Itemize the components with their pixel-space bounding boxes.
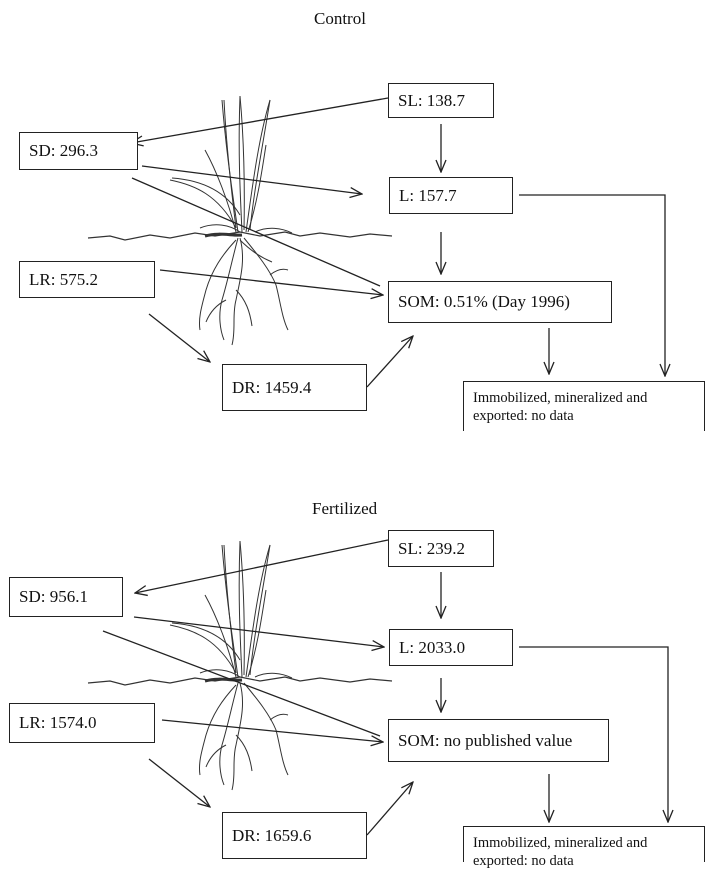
output-note-box: Immobilized, mineralized and exported: n…	[463, 381, 705, 431]
flow-arrows	[131, 97, 665, 388]
output-note-line: Immobilized, mineralized and	[473, 835, 648, 851]
arrow-l-to-output	[519, 646, 668, 822]
sd-box: SD: 956.1	[9, 577, 123, 617]
flow-arrows	[102, 539, 668, 836]
dr-box: DR: 1459.4	[222, 364, 367, 411]
arrow-lr-to-som	[161, 719, 383, 742]
arrow-dr-to-som	[366, 336, 413, 388]
lr-box: LR: 575.2	[19, 261, 155, 298]
dr-box: DR: 1659.6	[222, 812, 367, 859]
control-panel-art	[87, 95, 665, 388]
som-box: SOM: no published value	[388, 719, 609, 762]
arrow-sd-to-som	[102, 630, 381, 737]
panel-title-fertilized: Fertilized	[312, 499, 378, 518]
arrow-sd-to-som	[131, 177, 381, 287]
arrow-dr-to-som	[366, 782, 413, 836]
som-box: SOM: 0.51% (Day 1996)	[388, 281, 612, 323]
arrow-sd-to-l	[133, 616, 384, 647]
plant-shoot-illustration	[169, 95, 293, 238]
plant-shoot-illustration	[169, 540, 293, 683]
output-note-line: exported: no data	[473, 853, 574, 869]
sd-box: SD: 296.3	[19, 132, 138, 170]
sl-box: SL: 138.7	[388, 83, 494, 118]
output-note-line: Immobilized, mineralized and	[473, 390, 648, 406]
lr-box: LR: 1574.0	[9, 703, 155, 743]
fertilized-panel-art	[87, 539, 668, 836]
sl-box: SL: 239.2	[388, 530, 494, 567]
arrow-sl-to-sd	[131, 97, 389, 143]
plant-roots-illustration	[199, 237, 289, 346]
plant-roots-illustration	[199, 682, 289, 791]
arrow-sd-to-l	[141, 165, 362, 194]
panel-title-control: Control	[314, 9, 366, 28]
arrow-lr-to-som	[159, 269, 383, 295]
output-note-box: Immobilized, mineralized and exported: n…	[463, 826, 705, 869]
arrow-l-to-output	[519, 194, 665, 376]
output-note-line: exported: no data	[473, 408, 574, 424]
arrow-sl-to-sd	[135, 539, 389, 593]
l-box: L: 2033.0	[389, 629, 513, 666]
arrow-lr-to-dr	[148, 758, 210, 807]
arrow-lr-to-dr	[148, 313, 210, 362]
l-box: L: 157.7	[389, 177, 513, 214]
